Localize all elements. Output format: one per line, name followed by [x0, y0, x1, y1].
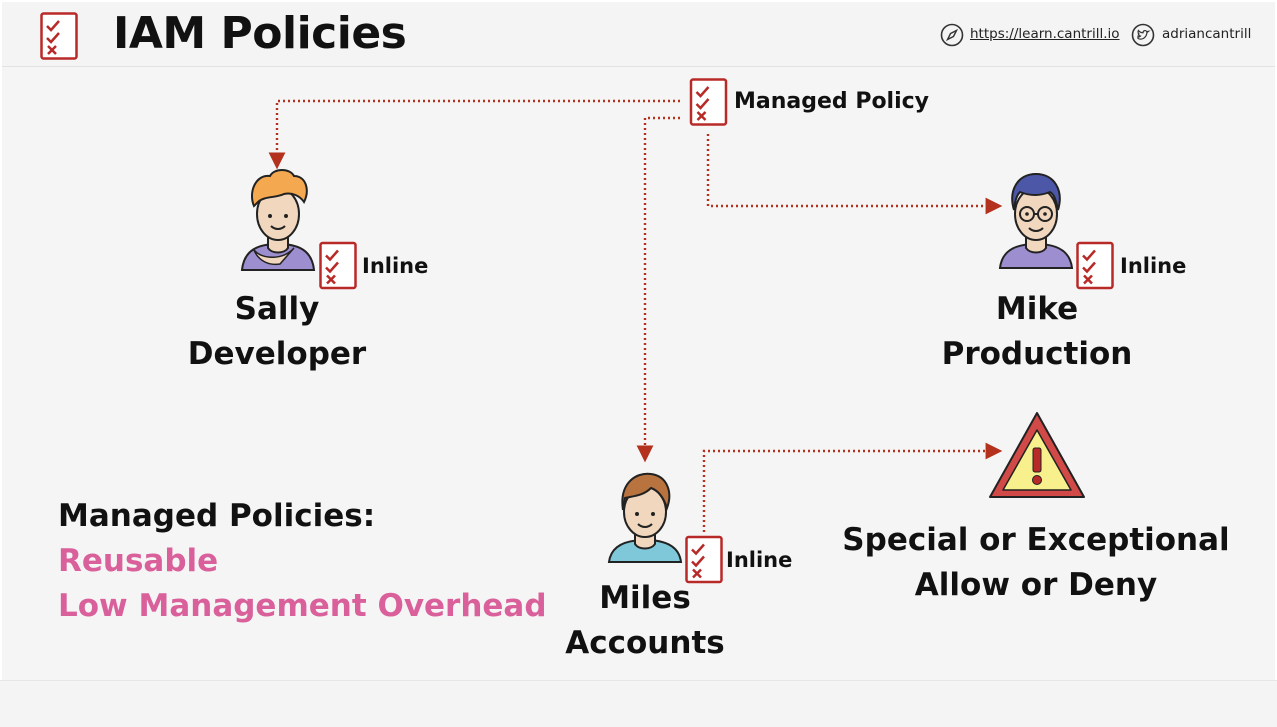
user-avatar-icon	[240, 169, 316, 271]
miles-inline-label: Inline	[726, 548, 793, 572]
twitter-icon	[1131, 23, 1155, 47]
site-link[interactable]: https://learn.cantrill.io	[970, 26, 1120, 42]
connector-to-miles	[636, 116, 680, 463]
managed-policy-icon	[689, 78, 728, 126]
footer-band	[0, 680, 1277, 727]
connector-to-sally	[268, 99, 680, 170]
connector-to-exception	[702, 442, 1003, 532]
exception-caption: Special or Exceptional Allow or Deny	[842, 522, 1230, 603]
mike-inline-label: Inline	[1120, 254, 1187, 278]
slide	[2, 2, 1275, 680]
inline-policy-icon	[685, 535, 723, 584]
user-avatar-icon	[998, 172, 1074, 269]
compass-icon	[940, 23, 964, 47]
warning-icon	[989, 412, 1085, 498]
notes-point-overhead: Low Management Overhead	[58, 588, 547, 624]
header-bar	[2, 2, 1275, 67]
policy-document-icon	[40, 12, 78, 60]
page-title: IAM Policies	[113, 8, 407, 59]
twitter-handle[interactable]: adriancantrill	[1162, 26, 1252, 42]
mike-name: Mike Production	[941, 291, 1133, 372]
notes-heading: Managed Policies:	[58, 498, 376, 534]
sally-name: Sally Developer	[187, 291, 367, 372]
notes-point-reusable: Reusable	[58, 543, 219, 579]
connector-to-mike	[706, 134, 1003, 215]
sally-inline-label: Inline	[362, 254, 429, 278]
inline-policy-icon	[1076, 241, 1114, 290]
user-avatar-icon	[607, 472, 683, 563]
managed-policies-notes: Managed Policies: Reusable Low Managemen…	[58, 494, 547, 629]
miles-name: Miles Accounts	[565, 580, 725, 661]
inline-policy-icon	[319, 241, 357, 290]
managed-policy-label: Managed Policy	[734, 89, 930, 114]
